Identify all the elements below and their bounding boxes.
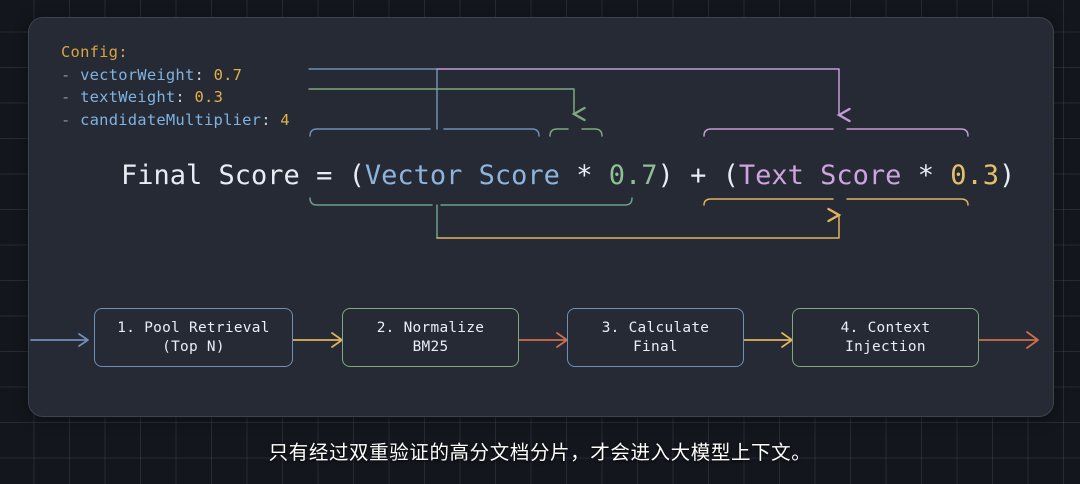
flow-step-4[interactable]: 4. Context Injection [792, 308, 979, 367]
formula-vector-score: Vector Score [364, 160, 560, 191]
formula-multiply-1: * [576, 160, 593, 191]
formula-label: Final Score [121, 160, 300, 191]
config-bullet-2: - [61, 110, 71, 129]
formula-vector-weight: 0.7 [608, 160, 658, 191]
flow-step-4-label: 4. Context Injection [840, 319, 931, 355]
config-colon-1: : [175, 88, 185, 106]
formula-close-paren-1: ) [657, 160, 674, 191]
caption-text: 只有经过双重验证的高分文档分片，才会进入大模型上下文。 [268, 441, 812, 464]
config-key-candidatemultiplier: candidateMultiplier [80, 110, 262, 129]
config-value-textweight: 0.3 [194, 88, 224, 106]
connector-amber [436, 198, 969, 239]
formula-close-paren-2: ) [999, 160, 1016, 191]
formula-text-weight: 0.3 [950, 160, 999, 191]
flow-arrow-2-3 [516, 332, 568, 348]
flow-step-3-label: 3. Calculate Final [601, 319, 710, 355]
diagram-panel: Config: - vectorWeight: 0.7 - textWeight… [28, 17, 1054, 417]
formula-open-paren-1: ( [348, 160, 365, 191]
formula-equals: = [316, 160, 333, 191]
config-bullet-1: - [61, 88, 71, 106]
config-key-textweight: textWeight [80, 88, 176, 106]
config-bullet-0: - [61, 65, 71, 84]
flow-arrow-1-2 [291, 332, 343, 348]
config-block: Config: - vectorWeight: 0.7 - textWeight… [61, 41, 290, 131]
connector-green [308, 88, 603, 137]
config-colon-0: : [194, 65, 205, 84]
flow-step-2[interactable]: 2. Normalize BM25 [342, 308, 519, 367]
connector-purple [436, 68, 969, 137]
config-value-vectorweight: 0.7 [213, 65, 243, 84]
config-value-candidatemultiplier: 4 [280, 110, 290, 129]
config-key-vectorweight: vectorWeight [80, 65, 195, 84]
flow-step-3[interactable]: 3. Calculate Final [567, 308, 744, 367]
connector-wires [30, 68, 1039, 349]
flow-arrow-out [976, 331, 1039, 349]
flow-arrow-in [30, 333, 89, 347]
formula-open-paren-2: ( [722, 160, 739, 191]
flow-step-2-label: 2. Normalize BM25 [376, 319, 485, 355]
flow-step-1-label: 1. Pool Retrieval (Top N) [117, 319, 270, 355]
flow-step-1[interactable]: 1. Pool Retrieval (Top N) [94, 308, 293, 367]
config-colon-2: : [261, 110, 271, 129]
formula-text-score: Text Score [738, 160, 902, 191]
final-score-formula: Final Score = (Vector Score * 0.7) + (Te… [121, 159, 1015, 193]
flow-arrow-3-4 [741, 332, 793, 348]
config-title: Config: [61, 43, 128, 61]
connector-vector-group-underline [309, 197, 633, 239]
connector-vector [308, 68, 540, 137]
formula-plus: + [690, 160, 707, 191]
formula-multiply-2: * [917, 160, 934, 191]
